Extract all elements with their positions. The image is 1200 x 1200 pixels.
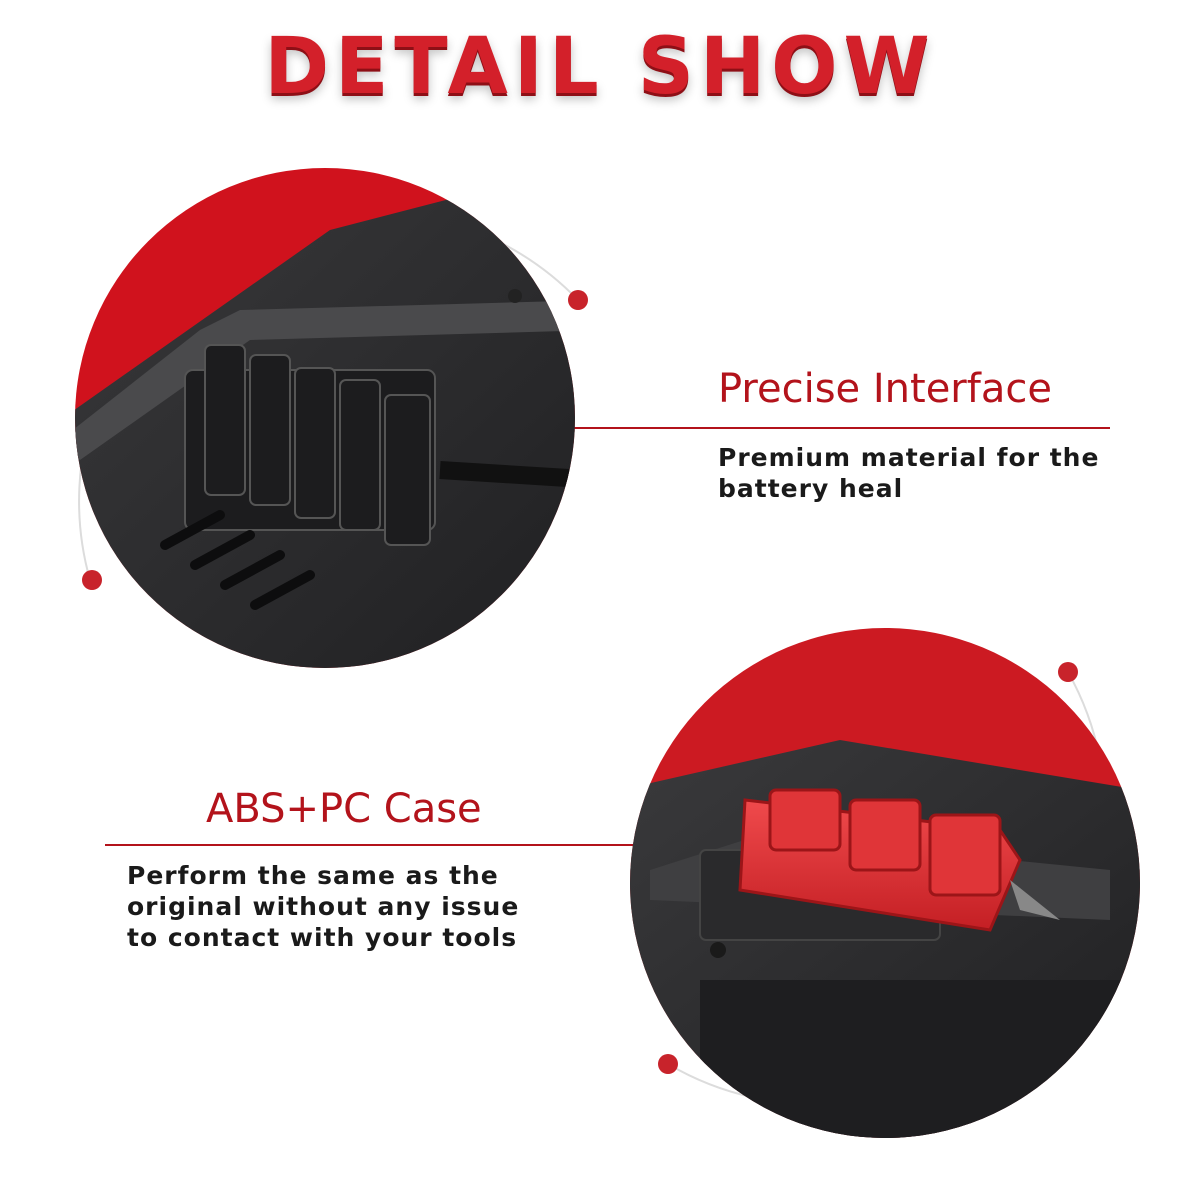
page-title: DETAIL SHOW [264,22,936,112]
feature-description-line: Premium material for the [718,443,1100,472]
accent-dot [1058,662,1078,682]
feature-heading-precise-interface: Precise Interface [718,366,1052,412]
terminal-closeup-image [75,168,575,668]
accent-dot [568,290,588,310]
latch-closeup-image [630,628,1140,1138]
feature-description-line: Perform the same as the [127,861,499,890]
feature-description-line: battery heal [718,474,904,503]
accent-dot [658,1054,678,1074]
feature-description-line: to contact with your tools [127,923,518,952]
feature-description-line: original without any issue [127,892,520,921]
feature-description-precise-interface: Premium material for the battery heal [718,442,1099,504]
feature-description-abs-pc-case: Perform the same as the original without… [127,860,519,953]
feature-heading-abs-pc-case: ABS+PC Case [206,786,482,832]
red-latch [738,788,1022,932]
accent-dot [82,570,102,590]
